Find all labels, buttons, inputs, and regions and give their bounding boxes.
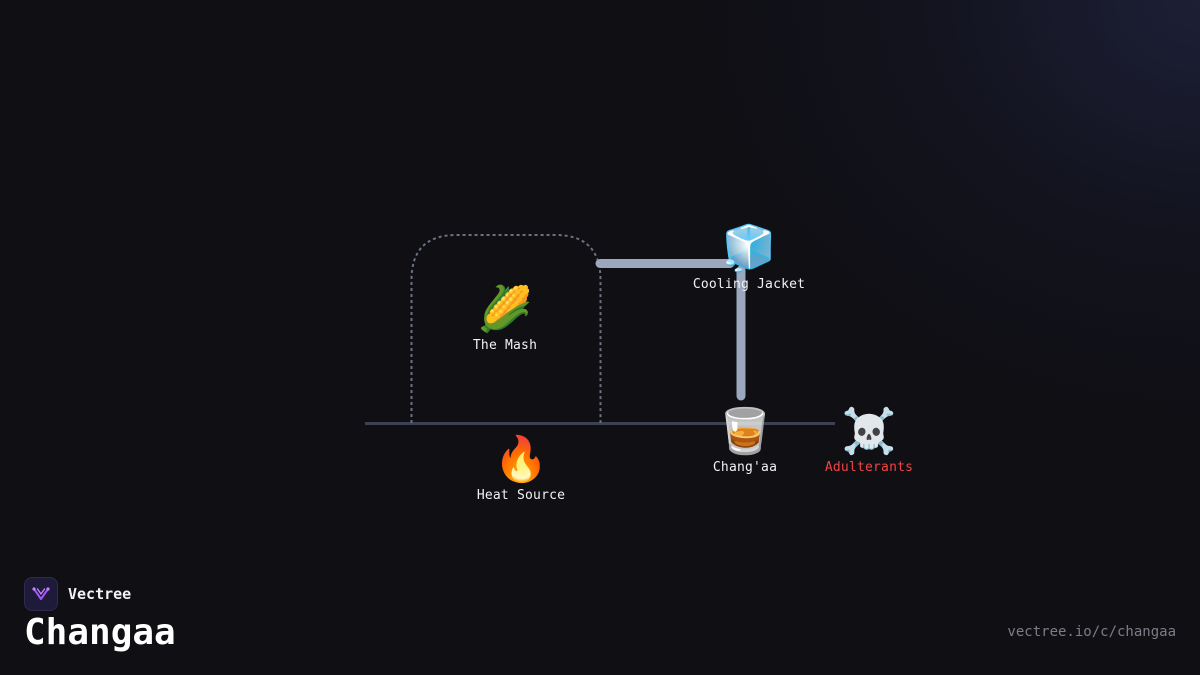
node-mash-label: The Mash — [472, 338, 538, 353]
node-heat-source: 🔥 Heat Source — [477, 434, 565, 503]
ice-cube-icon: 🧊 — [721, 223, 777, 274]
fire-icon: 🔥 — [493, 434, 549, 485]
brand[interactable]: Vectree — [24, 577, 131, 611]
node-heat-source-label: Heat Source — [476, 488, 566, 503]
node-cooling-jacket-label: Cooling Jacket — [692, 277, 806, 292]
node-adulterants: ☠️ Adulterants — [825, 406, 913, 475]
skull-crossbones-icon: ☠️ — [841, 406, 897, 457]
page-title: Changaa — [24, 612, 176, 653]
corn-icon: 🌽 — [477, 284, 533, 335]
brand-name: Vectree — [68, 585, 132, 603]
node-cooling-jacket: 🧊 Cooling Jacket — [693, 223, 805, 292]
node-changaa-label: Chang'aa — [712, 460, 778, 475]
node-changaa: 🥃 Chang'aa — [713, 406, 777, 475]
node-mash: 🌽 The Mash — [473, 284, 537, 353]
vectree-logo-icon — [24, 577, 58, 611]
vectree-logo-glyph — [32, 587, 50, 600]
node-adulterants-label: Adulterants — [824, 460, 914, 475]
tumbler-glass-icon: 🥃 — [717, 406, 773, 457]
page-url[interactable]: vectree.io/c/changaa — [1007, 624, 1176, 640]
